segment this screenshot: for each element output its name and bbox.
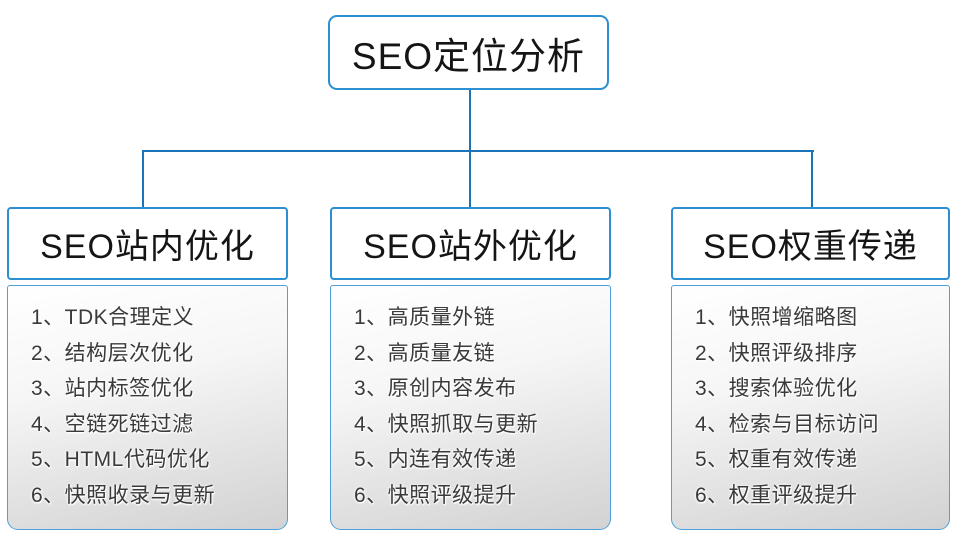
list-item: 4、空链死链过滤 bbox=[31, 412, 194, 436]
list-item: 5、内连有效传递 bbox=[354, 448, 517, 471]
list-item: 5、HTML代码优化 bbox=[31, 448, 210, 471]
list-item: 3、搜索体验优化 bbox=[695, 377, 858, 400]
connector-root-vertical bbox=[469, 89, 471, 151]
connector-horizontal bbox=[142, 150, 814, 152]
column-weight-transfer: SEO权重传递 1、快照增缩略图 2、快照评级排序 3、搜索体验优化 4、检索与… bbox=[671, 207, 950, 530]
list-item: 3、站内标签优化 bbox=[31, 377, 194, 400]
list-item: 4、快照抓取与更新 bbox=[354, 412, 539, 436]
list-item: 2、快照评级排序 bbox=[695, 341, 858, 365]
list-item: 1、快照增缩略图 bbox=[695, 306, 858, 329]
column-title: SEO站外优化 bbox=[363, 228, 578, 266]
item-list-offsite: 1、高质量外链 2、高质量友链 3、原创内容发布 4、快照抓取与更新 5、内连有… bbox=[354, 300, 600, 513]
list-item: 5、权重有效传递 bbox=[695, 448, 858, 471]
connector-drop-offsite bbox=[469, 150, 471, 208]
item-list-weight: 1、快照增缩略图 2、快照评级排序 3、搜索体验优化 4、检索与目标访问 5、权… bbox=[695, 300, 939, 513]
column-title: SEO站内优化 bbox=[40, 228, 255, 266]
root-node-label: SEO定位分析 bbox=[351, 35, 586, 77]
item-list-onsite: 1、TDK合理定义 2、结构层次优化 3、站内标签优化 4、空链死链过滤 5、H… bbox=[31, 300, 277, 513]
list-item: 2、高质量友链 bbox=[354, 341, 496, 365]
list-item: 1、TDK合理定义 bbox=[31, 306, 195, 329]
column-panel-offsite: 1、高质量外链 2、高质量友链 3、原创内容发布 4、快照抓取与更新 5、内连有… bbox=[330, 285, 611, 530]
column-header-weight: SEO权重传递 bbox=[671, 207, 950, 280]
column-onsite-optimization: SEO站内优化 1、TDK合理定义 2、结构层次优化 3、站内标签优化 4、空链… bbox=[7, 207, 288, 530]
list-item: 1、高质量外链 bbox=[354, 306, 496, 329]
column-header-offsite: SEO站外优化 bbox=[330, 207, 611, 280]
column-header-onsite: SEO站内优化 bbox=[7, 207, 288, 280]
list-item: 6、快照收录与更新 bbox=[31, 483, 216, 507]
list-item: 2、结构层次优化 bbox=[31, 341, 194, 365]
column-title: SEO权重传递 bbox=[703, 228, 918, 266]
column-panel-weight: 1、快照增缩略图 2、快照评级排序 3、搜索体验优化 4、检索与目标访问 5、权… bbox=[671, 285, 950, 530]
connector-drop-weight bbox=[811, 150, 813, 208]
column-offsite-optimization: SEO站外优化 1、高质量外链 2、高质量友链 3、原创内容发布 4、快照抓取与… bbox=[330, 207, 611, 530]
list-item: 4、检索与目标访问 bbox=[695, 412, 880, 436]
list-item: 6、快照评级提升 bbox=[354, 483, 517, 507]
list-item: 6、权重评级提升 bbox=[695, 483, 858, 507]
root-node-seo-positioning: SEO定位分析 bbox=[328, 15, 609, 90]
column-panel-onsite: 1、TDK合理定义 2、结构层次优化 3、站内标签优化 4、空链死链过滤 5、H… bbox=[7, 285, 288, 530]
connector-drop-onsite bbox=[142, 150, 144, 208]
list-item: 3、原创内容发布 bbox=[354, 377, 517, 400]
